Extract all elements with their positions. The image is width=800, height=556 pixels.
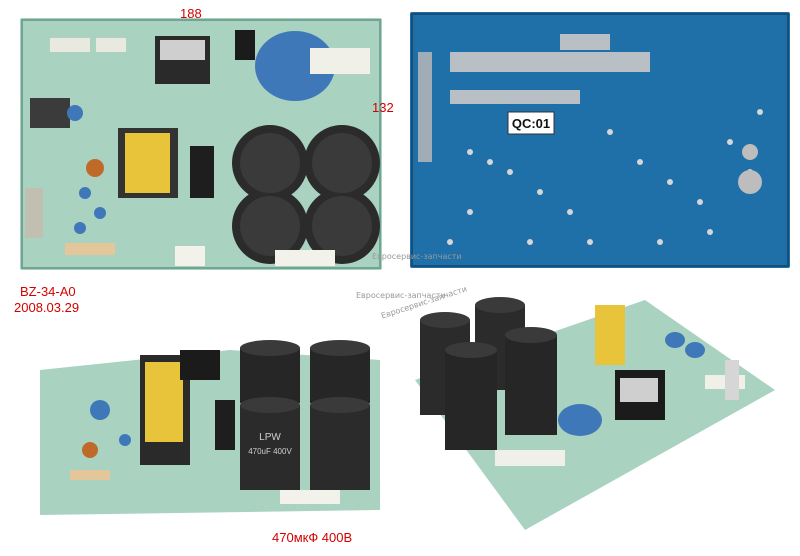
dimension-width-label: 188 [180, 6, 202, 21]
pcb-angled-view-photo [415, 297, 775, 530]
cap-brand-text: LPW [259, 432, 281, 443]
pcb-front-top-view-photo [20, 18, 382, 270]
cap-value-text: 470uF 400V [248, 447, 292, 456]
watermark-2: Евросервис-запчасти [356, 291, 446, 300]
model-number-label: BZ-34-A0 [20, 284, 76, 299]
dimension-height-label: 132 [372, 100, 394, 115]
pcb-front-perspective-photo: LPW 470uF 400V [40, 340, 380, 515]
model-date-label: 2008.03.29 [14, 300, 80, 315]
qc-stamp-text: QC:01 [512, 116, 550, 131]
capacitor-spec-label: 470мкФ 400В [272, 530, 353, 545]
watermark-1: Евросервис-запчасти [372, 252, 462, 261]
pcb-back-view-photo: QC:01 [410, 12, 790, 268]
